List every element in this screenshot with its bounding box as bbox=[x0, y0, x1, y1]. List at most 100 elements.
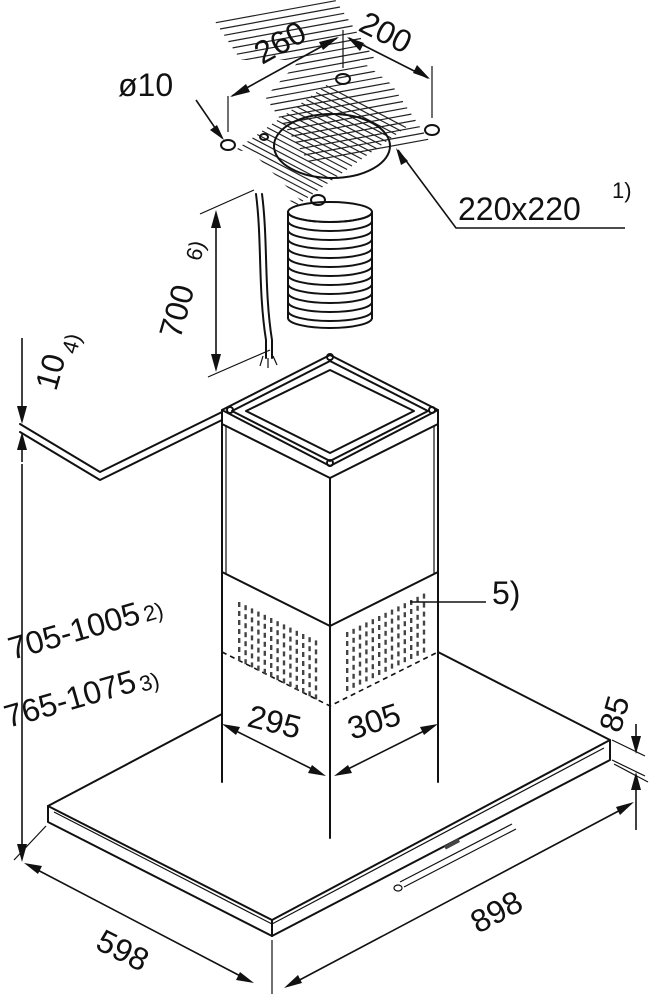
hood-width-label: 898 bbox=[464, 883, 528, 940]
vent-slot bbox=[397, 651, 400, 657]
hole-diameter-label: ø10 bbox=[118, 67, 173, 103]
vent-slot bbox=[238, 656, 241, 661]
vent-slot bbox=[365, 640, 368, 646]
hatch-line bbox=[310, 95, 392, 139]
fixing-hole-back bbox=[335, 73, 351, 85]
hatch-mask bbox=[150, 60, 300, 150]
vent-slot bbox=[282, 651, 286, 657]
vent-slot bbox=[282, 642, 286, 648]
vent-slot bbox=[270, 645, 273, 650]
vent-slot bbox=[358, 634, 362, 640]
clearance-label: 10 bbox=[28, 350, 72, 394]
vent-slot bbox=[250, 644, 254, 650]
hatch-line bbox=[296, 105, 377, 150]
vent-slot bbox=[263, 650, 266, 656]
duct-rib bbox=[287, 229, 373, 241]
vent-slot bbox=[282, 678, 286, 684]
vent-slot bbox=[365, 658, 368, 664]
vent-slot bbox=[244, 623, 247, 629]
vent-slot bbox=[416, 650, 419, 656]
hatch-line bbox=[306, 98, 387, 143]
vent-slot bbox=[238, 602, 241, 607]
vent-slot bbox=[352, 655, 355, 661]
vent-slot bbox=[250, 635, 254, 641]
vent-slot bbox=[365, 631, 368, 637]
vent-slot bbox=[250, 662, 254, 668]
vent-slot bbox=[403, 657, 406, 663]
vent-slot bbox=[416, 605, 419, 611]
vent-slot bbox=[346, 641, 349, 646]
vent-slot bbox=[308, 682, 311, 688]
chimney-top-frame bbox=[221, 354, 439, 467]
vent-slot bbox=[289, 627, 292, 633]
vent-slot bbox=[314, 649, 318, 655]
vent-slot bbox=[422, 638, 426, 644]
vent-slot bbox=[263, 632, 266, 638]
vent-slot bbox=[352, 664, 355, 670]
vent-slot bbox=[295, 630, 298, 636]
height-1-label: 705-1005 bbox=[4, 595, 144, 667]
vent-slot bbox=[302, 634, 305, 639]
vent-slot bbox=[390, 627, 394, 633]
vent-slot bbox=[346, 677, 349, 682]
vent-slot bbox=[257, 647, 260, 653]
duct-rib bbox=[287, 301, 373, 313]
power-cable bbox=[255, 193, 278, 368]
hatch-mask bbox=[150, 150, 300, 210]
vent-slot bbox=[403, 612, 406, 618]
hole-diameter-callout: ø10 bbox=[118, 67, 224, 140]
vent-slot bbox=[238, 647, 241, 652]
vent-slot bbox=[422, 611, 426, 617]
vent-slot bbox=[257, 611, 260, 617]
vent-slot bbox=[410, 645, 413, 650]
vent-slot bbox=[384, 621, 387, 627]
hatch-line bbox=[301, 102, 382, 146]
vent-slot bbox=[403, 648, 406, 654]
dimension-height: 705-1005 2) 765-1075 3) bbox=[0, 464, 166, 862]
duct-rib bbox=[287, 247, 373, 259]
vent-slot bbox=[263, 623, 266, 629]
vent-slot bbox=[289, 681, 292, 687]
vent-slot bbox=[403, 639, 406, 645]
vent-slot bbox=[289, 663, 292, 669]
vent-slot bbox=[346, 668, 349, 673]
vent-slot bbox=[358, 679, 362, 685]
vent-slot bbox=[422, 593, 426, 599]
duct-rib bbox=[287, 265, 373, 277]
vent-slot bbox=[378, 625, 381, 630]
vent-slot bbox=[378, 616, 381, 621]
duct-rib bbox=[287, 211, 373, 223]
vent-slot bbox=[289, 654, 292, 660]
vent-slot bbox=[282, 660, 286, 666]
vent-slot bbox=[352, 637, 355, 643]
vent-slot bbox=[314, 694, 318, 700]
hatch-line bbox=[320, 88, 402, 132]
vent-slot bbox=[346, 686, 349, 691]
vent-slot bbox=[295, 675, 298, 681]
vent-slot bbox=[358, 670, 362, 676]
vent-slot bbox=[270, 627, 273, 632]
vent-slot bbox=[308, 646, 311, 652]
fixing-hole-small bbox=[259, 133, 269, 141]
opening-label: 220x220 bbox=[458, 191, 581, 227]
duct-rib bbox=[287, 310, 373, 322]
vent-slot bbox=[365, 667, 368, 673]
canopy-thickness-label: 85 bbox=[592, 692, 636, 736]
callout-5: 5) bbox=[410, 575, 520, 611]
vent-slot bbox=[244, 659, 247, 665]
vent-slot bbox=[295, 666, 298, 672]
vent-slot bbox=[257, 656, 260, 662]
dimension-295: 295 bbox=[222, 698, 326, 776]
chimney-vent-slots bbox=[238, 593, 426, 700]
vent-slot bbox=[257, 620, 260, 626]
vent-slot bbox=[416, 614, 419, 620]
duct-rib bbox=[287, 238, 373, 250]
callout-5-label: 5) bbox=[492, 575, 520, 611]
vent-slot bbox=[410, 609, 413, 614]
vent-slot bbox=[270, 636, 273, 641]
vent-slot bbox=[371, 637, 374, 643]
vent-slot bbox=[302, 688, 305, 693]
vent-slot bbox=[384, 648, 387, 654]
hatch-line bbox=[266, 126, 348, 171]
